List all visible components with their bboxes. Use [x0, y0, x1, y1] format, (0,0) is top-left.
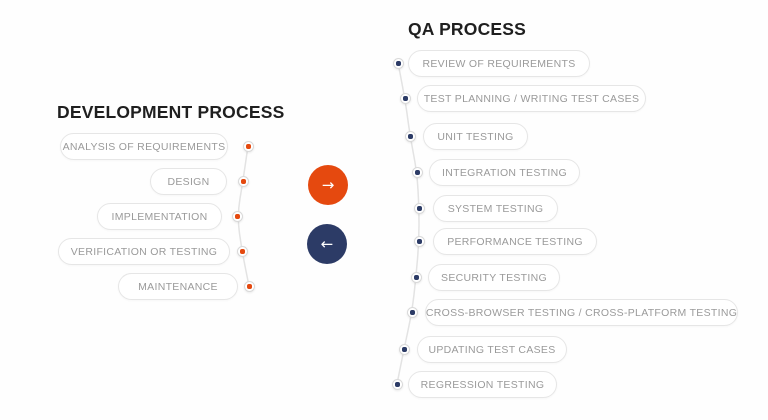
qa-step-pill: SYSTEM TESTING: [433, 195, 558, 222]
qa-step-label: REVIEW OF REQUIREMENTS: [422, 57, 576, 70]
dev-step-node-dot: [237, 175, 249, 187]
dev-step-pill: VERIFICATION OR TESTING: [58, 238, 230, 265]
qa-step-label: SECURITY TESTING: [441, 271, 547, 284]
dev-step-label: IMPLEMENTATION: [111, 210, 208, 223]
qa-connector-line: [396, 62, 420, 385]
qa-step-label: INTEGRATION TESTING: [442, 166, 567, 179]
qa-step-label: CROSS-BROWSER TESTING / CROSS-PLATFORM T…: [425, 306, 738, 319]
back-arrow-button[interactable]: ←: [307, 224, 347, 264]
dev-node-core: [245, 143, 251, 149]
dev-step-node-dot: [242, 140, 254, 152]
qa-step-node-dot: [399, 92, 411, 104]
qa-step-label: TEST PLANNING / WRITING TEST CASES: [423, 92, 640, 105]
qa-step-node-dot: [392, 57, 404, 69]
qa-step-pill: INTEGRATION TESTING: [429, 159, 580, 186]
dev-step-pill: MAINTENANCE: [118, 273, 238, 300]
qa-step-node-dot: [398, 343, 410, 355]
qa-node-core: [407, 133, 413, 139]
dev-node-core: [246, 283, 252, 289]
qa-step-node-dot: [410, 271, 422, 283]
qa-step-pill: UNIT TESTING: [423, 123, 528, 150]
qa-step-label: REGRESSION TESTING: [420, 378, 545, 391]
dev-step-label: DESIGN: [167, 175, 210, 188]
qa-step-node-dot: [406, 306, 418, 318]
qa-node-core: [414, 169, 420, 175]
dev-step-label: ANALYSIS OF REQUIREMENTS: [62, 140, 226, 153]
dev-step-pill: ANALYSIS OF REQUIREMENTS: [60, 133, 228, 160]
dev-step-label: MAINTENANCE: [138, 280, 218, 293]
qa-step-label: UNIT TESTING: [437, 130, 514, 143]
qa-process-title: QA PROCESS: [408, 19, 527, 39]
qa-node-core: [402, 95, 408, 101]
qa-step-pill: REVIEW OF REQUIREMENTS: [408, 50, 590, 77]
dev-node-core: [234, 213, 240, 219]
dev-node-core: [240, 178, 246, 184]
qa-node-core: [395, 60, 401, 66]
dev-step-node-dot: [243, 280, 255, 292]
dev-step-pill: IMPLEMENTATION: [97, 203, 222, 230]
qa-step-node-dot: [413, 235, 425, 247]
dev-node-core: [239, 248, 245, 254]
dev-process-title: DEVELOPMENT PROCESS: [57, 102, 285, 122]
qa-node-core: [416, 205, 422, 211]
qa-node-core: [413, 274, 419, 280]
forward-arrow-button[interactable]: →: [308, 165, 348, 205]
qa-node-core: [394, 381, 400, 387]
dev-step-node-dot: [236, 245, 248, 257]
qa-step-pill: REGRESSION TESTING: [408, 371, 557, 398]
qa-step-node-dot: [413, 202, 425, 214]
qa-step-pill: SECURITY TESTING: [428, 264, 560, 291]
qa-step-node-dot: [391, 378, 403, 390]
dev-step-label: VERIFICATION OR TESTING: [70, 245, 218, 258]
dev-step-pill: DESIGN: [150, 168, 227, 195]
qa-step-label: UPDATING TEST CASES: [428, 343, 556, 356]
qa-node-core: [401, 346, 407, 352]
qa-step-pill: CROSS-BROWSER TESTING / CROSS-PLATFORM T…: [425, 299, 738, 326]
qa-step-node-dot: [404, 130, 416, 142]
qa-node-core: [409, 309, 415, 315]
qa-step-node-dot: [411, 166, 423, 178]
qa-step-pill: TEST PLANNING / WRITING TEST CASES: [417, 85, 646, 112]
dev-step-node-dot: [231, 210, 243, 222]
qa-step-label: SYSTEM TESTING: [447, 202, 544, 215]
qa-node-core: [416, 238, 422, 244]
left-arrow-icon: ←: [320, 234, 334, 253]
qa-step-pill: PERFORMANCE TESTING: [433, 228, 597, 255]
qa-step-pill: UPDATING TEST CASES: [417, 336, 567, 363]
qa-step-label: PERFORMANCE TESTING: [447, 235, 583, 248]
right-arrow-icon: →: [321, 175, 335, 194]
